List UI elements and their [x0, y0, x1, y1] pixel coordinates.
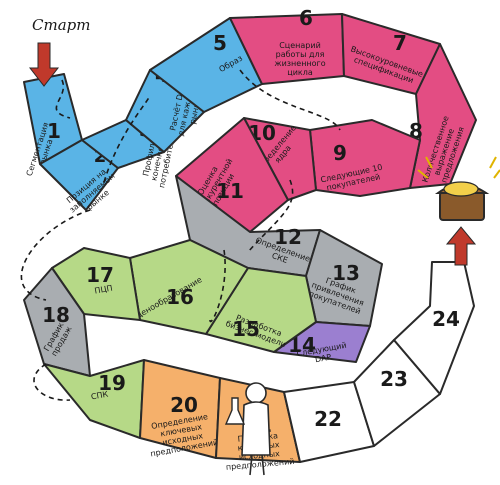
cell-shape: [129, 239, 249, 335]
cell-number: 18: [42, 303, 70, 327]
dashed-paths: [20, 69, 341, 401]
board-cell-20: 20Определениеключевыхисходныхпредположен…: [139, 359, 221, 459]
start-arrow-icon: [28, 42, 60, 87]
cell-number: 12: [274, 225, 302, 249]
cell-number: 24: [432, 307, 460, 331]
cell-number: 9: [333, 141, 347, 165]
dashed-shortcut-path: [55, 79, 71, 119]
cell-number: 17: [86, 263, 114, 287]
start-label: Старт: [32, 16, 90, 34]
cell-number: 23: [380, 367, 408, 391]
cell-number: 15: [232, 317, 260, 341]
cell-label: СПК: [90, 390, 109, 402]
cell-number: 19: [98, 371, 126, 395]
dashed-shortcut-path: [20, 209, 91, 301]
finish-arrow-icon: [445, 226, 477, 266]
board-cell-24: 24: [393, 261, 475, 395]
cell-number: 22: [314, 407, 342, 431]
dashed-shortcut-path: [103, 94, 151, 183]
cell-number: 16: [166, 285, 194, 309]
cell-number: 5: [213, 31, 227, 55]
cell-number: 7: [393, 31, 407, 55]
dashed-shortcut-path: [239, 69, 341, 131]
cell-number: 6: [299, 6, 313, 30]
cell-shape: [205, 267, 317, 353]
decorations: Старт: [28, 16, 500, 476]
dashed-shortcut-path: [33, 363, 71, 401]
cell-number: 13: [332, 261, 360, 285]
scientist-figure-icon: [224, 382, 271, 476]
board-cell-22: 22: [283, 381, 375, 463]
cell-number: 11: [216, 179, 244, 203]
dashed-shortcut-path: [209, 249, 226, 323]
cell-label: ПЦП: [94, 284, 114, 296]
treasure-chest-icon: [417, 156, 500, 221]
cell-number: 20: [170, 393, 198, 417]
dashed-shortcut-path: [247, 179, 294, 253]
cell-number: 1: [47, 119, 61, 143]
